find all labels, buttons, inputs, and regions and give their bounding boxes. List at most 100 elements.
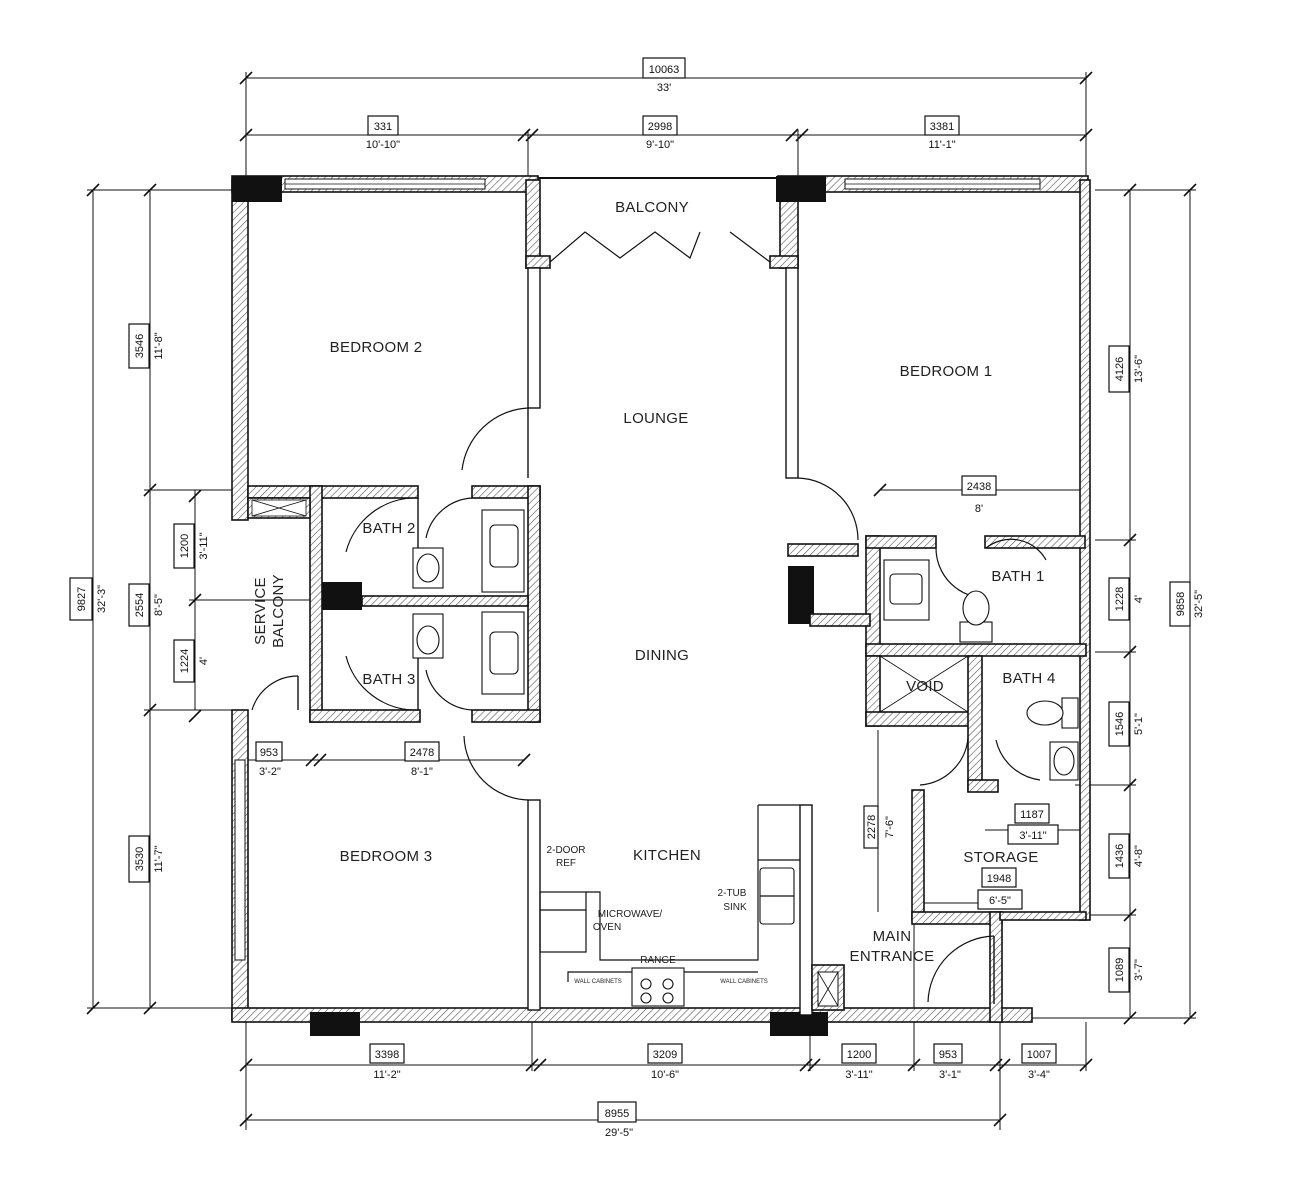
dim-overall-top: 10063 33' [642,57,686,94]
label-microwave-line1: MICROWAVE/ [598,909,663,920]
dim-inner-bedroom1: 2438 8' [961,475,997,515]
svg-text:1200: 1200 [179,534,191,558]
dim-overall-bottom: 8955 29'-5" [597,1101,637,1139]
svg-text:1546: 1546 [1114,712,1126,736]
dim-left-bath2: 1200 3'-11" [173,523,210,569]
svg-text:11'-8": 11'-8" [153,332,165,359]
room-bath-1: BATH 1 [991,568,1044,585]
label-ref-line2: REF [556,858,576,869]
svg-text:953: 953 [939,1049,957,1061]
dim-inner-bath-row: 2478 8'-1" [404,741,440,778]
svg-text:11'-2": 11'-2" [373,1069,400,1081]
label-wall-cabinets-right: WALL CABINETS [720,979,768,985]
svg-text:3398: 3398 [375,1049,399,1061]
dim-left-overall: 9827 32'-3" [69,577,108,621]
svg-text:1436: 1436 [1114,844,1126,868]
dim-top-right: 3381 11'-1" [924,115,960,151]
dim-top-left: 331 10'-10" [366,115,400,151]
dim-right-storage: 1436 4'-8" [1108,833,1145,879]
svg-text:1200: 1200 [847,1049,871,1061]
dim-bottom-r1: 1200 3'-11" [841,1043,877,1081]
dim-top-center: 2998 9'-10" [642,115,678,151]
svg-text:32'-3": 32'-3" [96,585,108,613]
room-main-entrance-line1: MAIN [873,928,912,945]
room-bedroom-3: BEDROOM 3 [340,848,433,865]
svg-text:3'-1": 3'-1" [939,1069,961,1081]
svg-text:4': 4' [1133,595,1145,603]
dim-right-entrance: 1089 3'-7" [1108,947,1145,993]
svg-text:3'-4": 3'-4" [1028,1069,1050,1081]
svg-text:3'-11": 3'-11" [1019,830,1046,842]
svg-text:2278: 2278 [866,815,878,839]
dim-bottom-r2: 953 3'-1" [933,1043,963,1081]
svg-text:33': 33' [657,82,671,94]
dim-right-bath4: 1546 5'-1" [1108,701,1145,747]
svg-text:29'-5": 29'-5" [605,1127,633,1139]
svg-text:8955: 8955 [605,1108,629,1120]
room-bedroom-2: BEDROOM 2 [330,339,423,356]
interior-walls [247,267,1087,1023]
dim-left-lower: 3530 11'-7" [128,835,165,883]
dim-inner-bath4: 1187 3'-11" [1007,803,1059,845]
room-bath-3: BATH 3 [362,671,415,688]
doors [251,231,1047,1004]
svg-text:4'-8": 4'-8" [1133,845,1145,867]
label-wall-cabinets-left: WALL CABINETS [574,979,622,985]
svg-text:4': 4' [198,657,210,665]
svg-text:7'-6": 7'-6" [884,816,896,838]
dim-left-upper: 3546 11'-8" [128,323,165,369]
room-service-balcony-line2: BALCONY [270,574,287,648]
svg-text:2438: 2438 [967,481,991,493]
dim-bottom-r3: 1007 3'-4" [1021,1043,1057,1081]
svg-text:3381: 3381 [930,121,954,133]
dim-right-overall: 9858 32'-5" [1169,581,1205,627]
fixtures [412,509,1079,781]
svg-text:11'-7": 11'-7" [153,845,165,872]
svg-text:3'-7": 3'-7" [1133,959,1145,981]
room-bath-4: BATH 4 [1002,670,1055,687]
svg-text:1187: 1187 [1020,809,1044,821]
kitchen-fittings [539,804,800,1007]
svg-text:331: 331 [374,121,392,133]
room-lounge: LOUNGE [623,410,688,427]
room-dining: DINING [635,647,689,664]
svg-text:2998: 2998 [648,121,672,133]
svg-text:1224: 1224 [179,649,191,673]
dim-bottom-center: 3209 10'-6" [647,1043,683,1081]
svg-text:3209: 3209 [653,1049,677,1061]
dim-inner-storage-h: 1948 6'-5" [977,867,1023,910]
svg-text:3'-2": 3'-2" [259,766,281,778]
room-bath-2: BATH 2 [362,520,415,537]
svg-text:1948: 1948 [987,873,1011,885]
kitchen-labels: 2-DOOR REF MICROWAVE/ OVEN 2-TUB SINK RA… [547,845,768,985]
label-microwave-line2: OVEN [593,922,621,933]
svg-text:953: 953 [260,747,278,759]
svg-text:32'-5": 32'-5" [1193,590,1205,618]
dim-right-upper: 4126 13'-6" [1108,345,1145,393]
svg-text:3'-11": 3'-11" [198,532,210,559]
dim-right-bath1: 1228 4' [1108,577,1145,621]
svg-text:1007: 1007 [1027,1049,1051,1061]
svg-text:11'-1": 11'-1" [928,139,955,151]
svg-text:3546: 3546 [134,334,146,358]
svg-text:9827: 9827 [76,587,88,611]
room-kitchen: KITCHEN [633,847,701,864]
room-main-entrance-line2: ENTRANCE [850,948,935,965]
label-sink-line1: 2-TUB [718,888,747,899]
dim-left-middle: 2554 8'-5" [128,583,165,627]
svg-text:3530: 3530 [134,847,146,871]
room-labels: BALCONY BEDROOM 2 BEDROOM 1 LOUNGE BATH … [252,199,1055,965]
label-ref-line1: 2-DOOR [547,845,586,856]
svg-text:8': 8' [975,503,983,515]
dim-left-bath3: 1224 4' [173,639,210,683]
outer-walls [231,175,1091,1036]
dim-inner-storage-v: 2278 7'-6" [863,805,896,849]
svg-text:6'-5": 6'-5" [989,895,1011,907]
svg-text:3'-11": 3'-11" [845,1069,872,1081]
svg-text:2478: 2478 [410,747,434,759]
svg-text:1228: 1228 [1114,587,1126,611]
room-bedroom-1: BEDROOM 1 [900,363,993,380]
svg-text:8'-1": 8'-1" [411,766,433,778]
svg-text:4126: 4126 [1114,357,1126,381]
